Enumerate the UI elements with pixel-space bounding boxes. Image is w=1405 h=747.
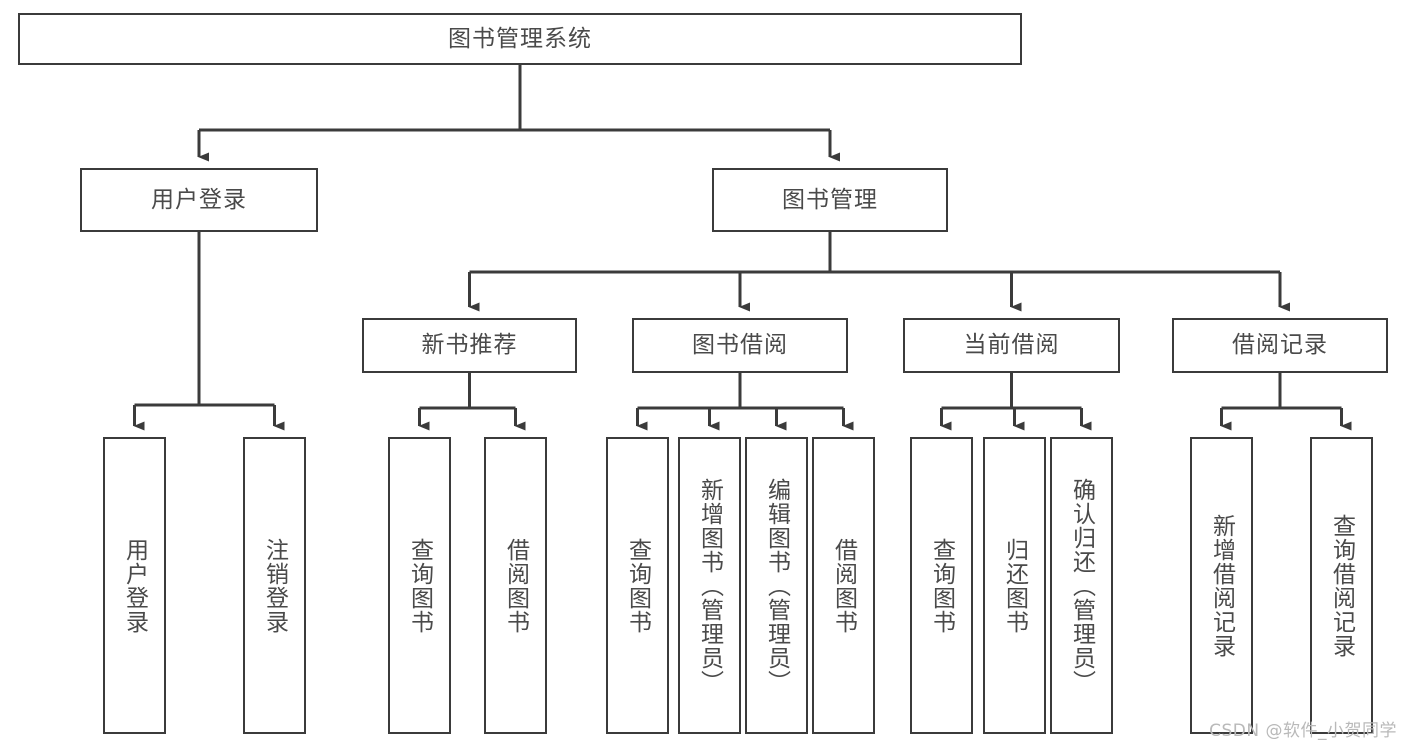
leaf-query-book-3-label: 查询图书 [928,537,955,634]
node-user-login-label: 用户登录 [151,186,247,213]
leaf-query-book-2[interactable]: 查询图书 [606,437,669,734]
leaf-query-book-1-label: 查询图书 [406,537,433,634]
leaf-query-book-1[interactable]: 查询图书 [388,437,451,734]
leaf-logout-login-label: 注销登录 [261,537,288,634]
leaf-confirm-return-admin[interactable]: 确认归还（管理员） [1050,437,1113,734]
leaf-add-book-admin[interactable]: 新增图书（管理员） [678,437,741,734]
leaf-query-borrow-record[interactable]: 查询借阅记录 [1310,437,1373,734]
node-current-borrow-label: 当前借阅 [963,332,1060,359]
leaf-logout-login[interactable]: 注销登录 [243,437,306,734]
leaf-borrow-book-1-label: 借阅图书 [502,537,529,634]
leaf-add-borrow-record-label: 新增借阅记录 [1208,513,1235,658]
leaf-query-borrow-record-label: 查询借阅记录 [1328,513,1355,658]
leaf-confirm-return-admin-label: 确认归还（管理员） [1068,477,1095,694]
leaf-add-borrow-record[interactable]: 新增借阅记录 [1190,437,1253,734]
node-borrow-record-label: 借阅记录 [1232,332,1328,359]
leaf-borrow-book-2[interactable]: 借阅图书 [812,437,875,734]
node-root[interactable]: 图书管理系统 [18,13,1022,65]
node-current-borrow[interactable]: 当前借阅 [903,318,1120,373]
leaf-return-book-label: 归还图书 [1001,537,1028,634]
node-book-management[interactable]: 图书管理 [712,168,948,232]
node-borrow-record[interactable]: 借阅记录 [1172,318,1388,373]
node-book-borrow[interactable]: 图书借阅 [632,318,848,373]
leaf-query-book-3[interactable]: 查询图书 [910,437,973,734]
node-new-book-recommend[interactable]: 新书推荐 [362,318,577,373]
leaf-borrow-book-2-label: 借阅图书 [830,537,857,634]
leaf-edit-book-admin[interactable]: 编辑图书（管理员） [745,437,808,734]
leaf-add-book-admin-label: 新增图书（管理员） [696,477,723,694]
leaf-user-login[interactable]: 用户登录 [103,437,166,734]
leaf-user-login-label: 用户登录 [121,537,148,634]
node-new-book-recommend-label: 新书推荐 [421,332,518,359]
node-root-label: 图书管理系统 [448,25,592,52]
node-book-borrow-label: 图书借阅 [692,332,788,359]
watermark: CSDN @软件_小贺同学 [1209,721,1397,741]
leaf-edit-book-admin-label: 编辑图书（管理员） [763,477,790,694]
node-book-management-label: 图书管理 [782,186,878,213]
leaf-borrow-book-1[interactable]: 借阅图书 [484,437,547,734]
leaf-return-book[interactable]: 归还图书 [983,437,1046,734]
leaf-query-book-2-label: 查询图书 [624,537,651,634]
node-user-login[interactable]: 用户登录 [80,168,318,232]
